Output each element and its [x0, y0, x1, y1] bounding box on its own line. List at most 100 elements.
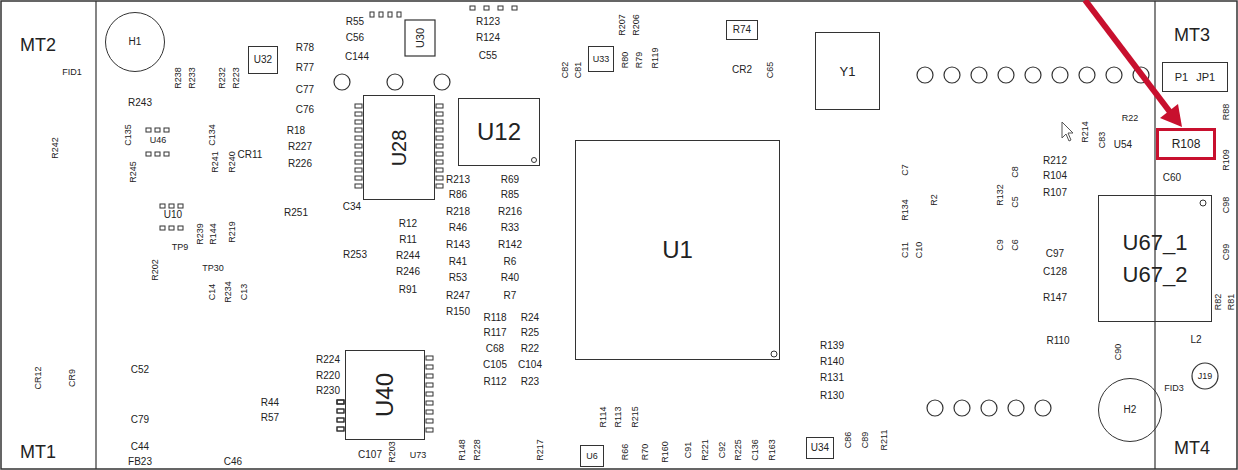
part-designator: R7: [504, 291, 517, 301]
pad: [337, 427, 344, 431]
pad: [436, 104, 443, 108]
component-outline: Y1: [815, 32, 880, 110]
part-designator: C7: [901, 164, 910, 176]
pad: [426, 365, 433, 369]
pad: [146, 128, 151, 132]
part-designator: R217: [536, 439, 545, 461]
part-designator: C144: [345, 52, 369, 62]
part-designator: R253: [343, 250, 367, 260]
pad: [337, 418, 344, 422]
part-designator: C81: [574, 62, 583, 79]
part-designator: R160: [661, 441, 670, 463]
part-designator: R223: [232, 67, 241, 89]
part-designator: C99: [1222, 244, 1231, 261]
part-designator: C97: [1046, 249, 1064, 259]
mounting-hole: H1: [105, 12, 165, 72]
part-designator: R240: [228, 151, 237, 173]
mounting-hole: H2: [1098, 378, 1162, 442]
part-designator: C46: [224, 457, 242, 467]
pad: [337, 400, 344, 404]
pad: [155, 152, 160, 156]
pad: [178, 204, 183, 208]
part-designator: R134: [901, 199, 910, 221]
pad: [426, 374, 433, 378]
component-outline: U33: [588, 46, 614, 72]
part-designator: R110: [1046, 336, 1069, 346]
part-designator: P1: [1175, 72, 1188, 83]
part-designator: U54: [1114, 140, 1132, 150]
part-designator: C89: [861, 432, 870, 449]
part-designator: R148: [458, 439, 467, 461]
part-designator: R227: [288, 142, 312, 152]
mounting-label: MT2: [20, 36, 56, 54]
part-designator: C10: [915, 242, 924, 259]
component-outline: P1JP1: [1162, 62, 1228, 92]
part-designator: U67_2: [1123, 264, 1188, 286]
pad: [426, 401, 433, 405]
via-circle: [434, 74, 450, 90]
part-designator: R245: [129, 161, 138, 183]
part-designator: R230: [316, 386, 340, 396]
part-designator: R88: [1222, 104, 1231, 121]
pad: [426, 383, 433, 387]
part-designator: R11: [399, 235, 417, 245]
part-designator: R86: [449, 190, 467, 200]
part-designator: R40: [501, 273, 519, 283]
part-designator: U73: [410, 451, 427, 460]
component-outline: R74: [726, 20, 758, 40]
header-hole: [1079, 67, 1095, 83]
part-designator: R108: [1172, 138, 1201, 150]
part-designator: U28: [389, 129, 409, 166]
part-designator: CR9: [68, 369, 77, 387]
component-outline: U32: [248, 46, 278, 74]
part-designator: C14: [208, 284, 217, 301]
part-designator: R44: [261, 398, 279, 408]
part-designator: R202: [151, 259, 160, 281]
part-designator: R22: [1122, 114, 1139, 123]
pad: [426, 419, 433, 423]
header-hole: [998, 67, 1014, 83]
part-designator: R212: [1043, 156, 1067, 166]
part-designator: R55: [346, 17, 364, 27]
part-designator: C134: [208, 124, 217, 146]
pad: [426, 356, 433, 360]
pad: [337, 409, 344, 413]
pad: [355, 136, 362, 140]
callout-arrowhead: [1160, 104, 1182, 127]
pad: [164, 152, 169, 156]
part-designator: R57: [261, 413, 279, 423]
pad: [436, 112, 443, 116]
pad: [337, 400, 344, 404]
pad: [470, 6, 475, 10]
part-designator: C82: [561, 62, 570, 79]
part-designator: R6: [504, 257, 517, 267]
part-designator: R118: [483, 313, 506, 323]
part-designator: R69: [501, 175, 519, 185]
part-designator: U34: [811, 443, 829, 453]
part-designator: R46: [449, 223, 467, 233]
part-designator: U40: [373, 373, 397, 417]
part-designator: R33: [501, 223, 519, 233]
part-designator: R53: [449, 273, 467, 283]
part-designator: TP30: [202, 264, 224, 273]
connector-outline: [1192, 363, 1218, 389]
part-designator: C13: [240, 284, 249, 301]
part-designator: R203: [388, 441, 397, 463]
pin1-dot: [771, 351, 777, 357]
pad: [436, 136, 443, 140]
part-designator: FID3: [1164, 384, 1184, 393]
pad: [155, 128, 160, 132]
pad: [512, 6, 517, 10]
component-outline: U34: [806, 437, 834, 459]
callout-arrow: [1085, 0, 1170, 112]
pin1-dot: [1200, 200, 1206, 206]
part-designator: R246: [396, 267, 420, 277]
part-designator: C90: [1114, 344, 1123, 361]
pad: [169, 226, 174, 230]
part-designator: R113: [614, 407, 623, 428]
pad: [337, 427, 344, 431]
component-outline: U12: [458, 98, 540, 166]
part-designator: R150: [446, 307, 470, 317]
